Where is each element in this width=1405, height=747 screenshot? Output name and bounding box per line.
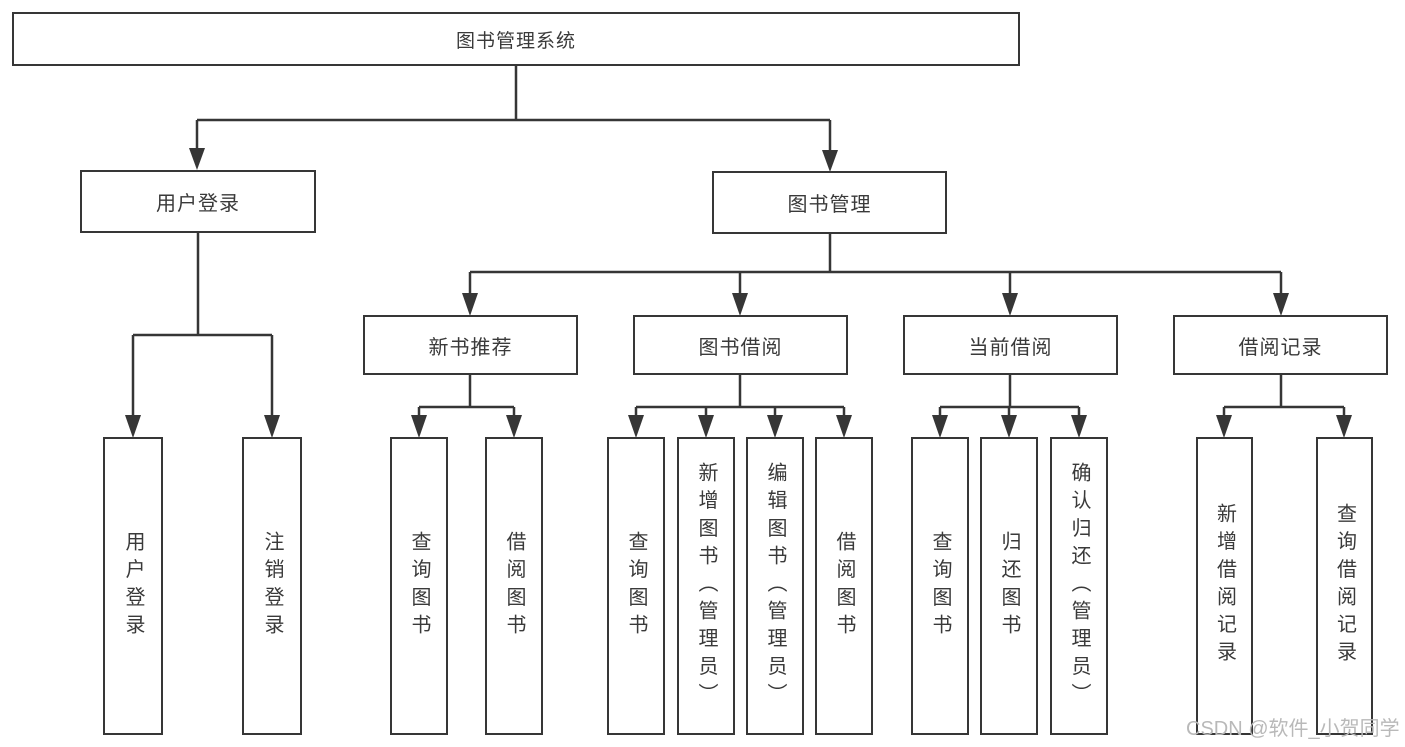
leaf-add-borrow-record: 新增借阅记录 (1196, 437, 1253, 735)
leaf-label: 确认归还（管理员） (1068, 461, 1090, 711)
leaf-borrow-book-recommend: 借阅图书 (485, 437, 543, 735)
leaf-label: 新增图书（管理员） (695, 461, 717, 711)
leaf-query-book-recommend: 查询图书 (390, 437, 448, 735)
leaf-label: 查询图书 (929, 530, 951, 642)
node-user-login-group: 用户登录 (80, 170, 316, 233)
leaf-label: 编辑图书（管理员） (764, 461, 786, 711)
node-label: 图书借阅 (698, 336, 783, 359)
leaf-label: 借阅图书 (503, 530, 525, 642)
leaf-user-login: 用户登录 (103, 437, 163, 735)
node-label: 图书管理 (787, 194, 872, 216)
leaf-label: 新增借阅记录 (1213, 503, 1236, 669)
leaf-borrow-book: 借阅图书 (815, 437, 873, 735)
node-library-management-system: 图书管理系统 (12, 12, 1020, 66)
node-label: 当前借阅 (968, 336, 1053, 359)
leaf-logout: 注销登录 (242, 437, 302, 735)
leaf-label: 查询图书 (408, 530, 430, 642)
leaf-return-book: 归还图书 (980, 437, 1038, 735)
leaf-confirm-return-admin: 确认归还（管理员） (1050, 437, 1108, 735)
node-book-borrowing: 图书借阅 (633, 315, 848, 375)
node-borrow-records: 借阅记录 (1173, 315, 1388, 375)
leaf-label: 查询借阅记录 (1333, 503, 1356, 669)
node-label: 图书管理系统 (455, 30, 576, 52)
csdn-watermark: CSDN @软件_小贺同学 (1186, 718, 1400, 740)
leaf-label: 借阅图书 (833, 530, 855, 642)
leaf-label: 查询图书 (625, 530, 647, 642)
leaf-query-book: 查询图书 (607, 437, 665, 735)
leaf-query-current-book: 查询图书 (911, 437, 969, 735)
leaf-query-borrow-record: 查询借阅记录 (1316, 437, 1373, 735)
node-label: 用户登录 (156, 193, 240, 215)
leaf-label: 用户登录 (122, 530, 144, 642)
node-new-book-recommend: 新书推荐 (363, 315, 578, 375)
node-label: 借阅记录 (1238, 336, 1323, 359)
leaf-add-book-admin: 新增图书（管理员） (677, 437, 735, 735)
node-current-borrowing: 当前借阅 (903, 315, 1118, 375)
node-book-management-group: 图书管理 (712, 171, 947, 234)
node-label: 新书推荐 (428, 336, 513, 359)
leaf-edit-book-admin: 编辑图书（管理员） (746, 437, 804, 735)
leaf-label: 注销登录 (261, 530, 283, 642)
leaf-label: 归还图书 (998, 530, 1020, 642)
